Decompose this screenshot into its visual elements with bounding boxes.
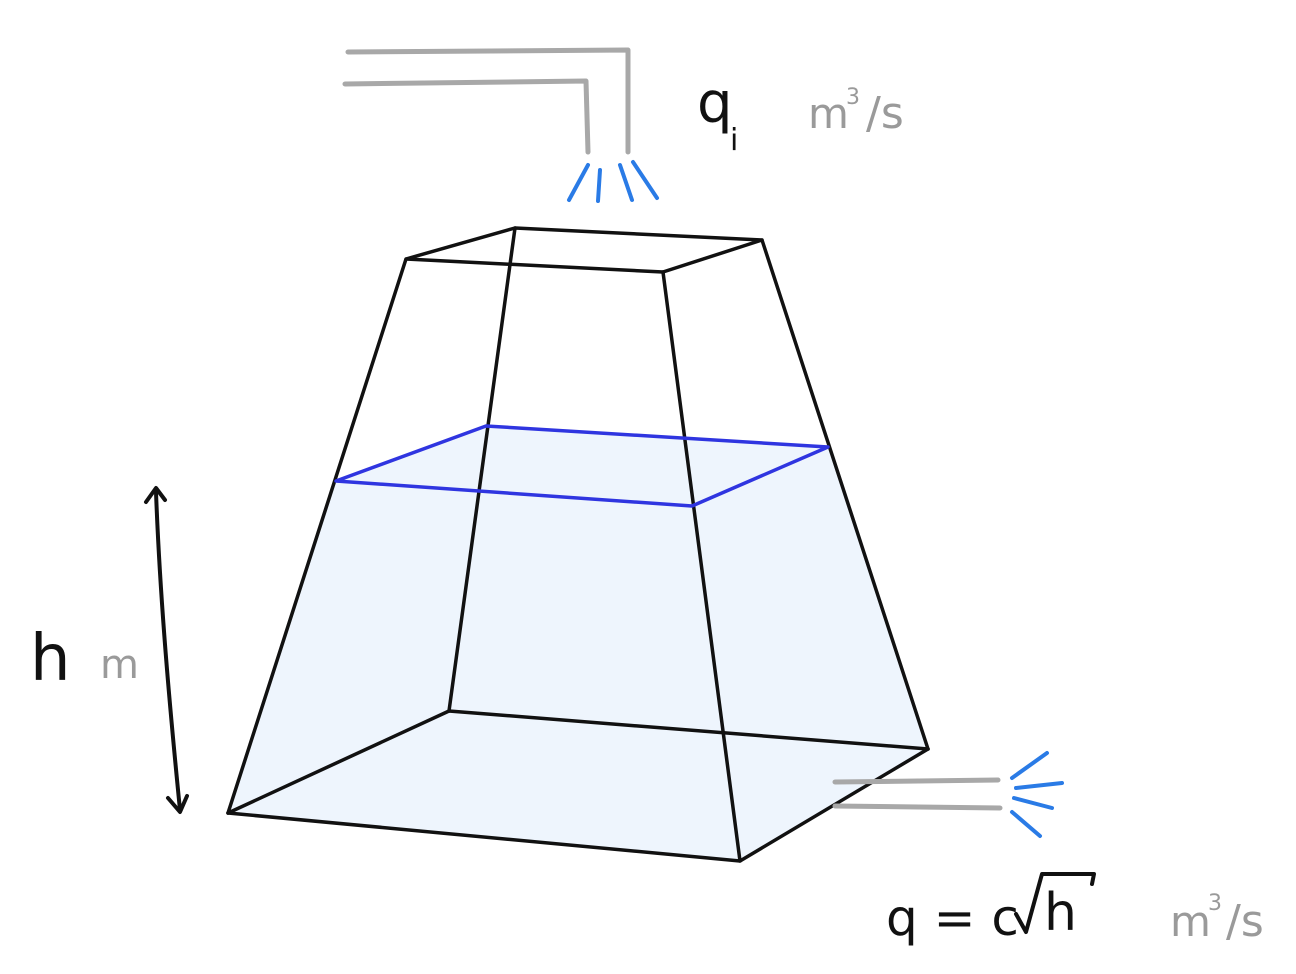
inlet-pipe-inner-wall xyxy=(342,78,591,155)
outflow-unit-base: m xyxy=(1170,897,1211,946)
tank-front-edges xyxy=(226,226,930,863)
height-unit: m xyxy=(100,642,139,688)
outlet-spray-line xyxy=(1014,781,1064,790)
inflow-symbol: q xyxy=(697,71,733,136)
outflow-unit-exponent: 3 xyxy=(1208,891,1222,916)
outlet-spray-line xyxy=(1010,751,1049,780)
outlet-pipe xyxy=(832,777,1003,811)
inlet-spray-line xyxy=(618,163,634,202)
outlet-pipe-top-wall xyxy=(832,777,1001,785)
outlet-spray-line xyxy=(1010,810,1042,838)
inflow-subscript: i xyxy=(730,123,738,158)
back-left-vertical-edge xyxy=(447,226,517,713)
height-label: h m xyxy=(30,622,139,696)
inlet-spray xyxy=(567,160,659,203)
height-arrow xyxy=(144,486,189,814)
front-vertical-edge xyxy=(661,270,742,863)
inlet-pipe xyxy=(342,47,631,155)
right-slant-edge xyxy=(760,238,930,751)
inlet-spray-line xyxy=(596,168,602,203)
inlet-spray-line xyxy=(567,163,590,202)
water-body xyxy=(228,426,928,861)
height-arrow-bottom-head xyxy=(166,794,189,814)
bottom-front-edge xyxy=(226,747,930,863)
outlet-pipe-bottom-wall xyxy=(832,803,1003,811)
bottom-left-back-edge xyxy=(226,709,451,815)
height-arrow-top-head xyxy=(144,486,167,504)
tank-back-edges xyxy=(226,226,930,815)
inlet-pipe-outer-wall xyxy=(345,47,631,155)
outflow-radicand: h xyxy=(1044,883,1077,943)
inlet-spray-line xyxy=(631,160,659,200)
bottom-back-edge xyxy=(447,709,930,751)
inflow-label: q i m 3 /s xyxy=(697,71,904,158)
height-symbol: h xyxy=(30,622,71,696)
inflow-unit-tail: /s xyxy=(866,88,904,139)
outflow-formula-prefix: q = c xyxy=(886,889,1019,947)
outflow-label: q = c h m 3 /s xyxy=(886,872,1264,947)
water-fill xyxy=(228,426,928,861)
inflow-unit-exponent: 3 xyxy=(846,85,860,110)
inflow-unit-base: m xyxy=(808,89,849,138)
water-surface xyxy=(334,424,830,508)
outflow-unit-tail: /s xyxy=(1226,896,1264,947)
top-rim xyxy=(404,226,764,274)
outlet-spray xyxy=(1010,751,1064,838)
height-arrow-shaft xyxy=(154,490,182,812)
water-surface-outline xyxy=(334,424,830,508)
outlet-spray-line xyxy=(1012,796,1054,810)
left-slant-edge xyxy=(226,257,408,815)
sqrt-radical-icon xyxy=(1014,872,1096,934)
